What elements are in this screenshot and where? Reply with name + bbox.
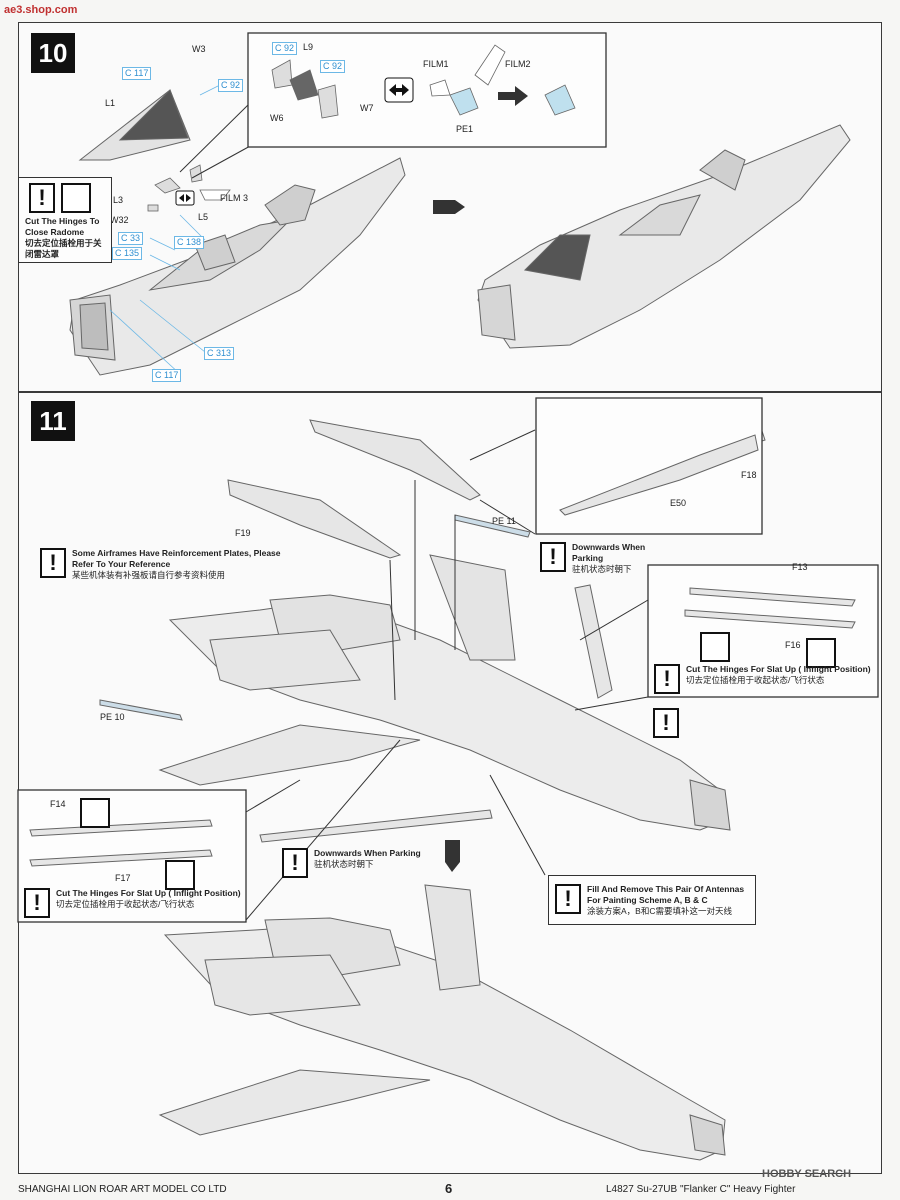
note-downwards-a-zh: 驻机状态时朝下: [572, 564, 632, 574]
note-slat-left: ! Cut The Hinges For Slat Up ( Inflight …: [24, 888, 246, 918]
warning-icon: !: [24, 888, 50, 918]
note-antenna-en: Fill And Remove This Pair Of Antennas Fo…: [587, 884, 745, 905]
watermark-top: ae3.shop.com: [4, 4, 78, 16]
aircraft-exploded: [158, 554, 731, 831]
label-l9: L9: [303, 42, 314, 52]
label-w3: W3: [192, 44, 206, 54]
note-slat-right: ! Cut The Hinges For Slat Up ( Inflight …: [654, 664, 878, 694]
note-reinforcement: ! Some Airframes Have Reinforcement Plat…: [40, 548, 292, 581]
warning-icon-antenna-marker: !: [653, 708, 679, 738]
note-downwards-b-zh: 驻机状态时朝下: [314, 859, 374, 869]
radome-part: [78, 89, 191, 161]
label-f18: F18: [741, 470, 757, 480]
warning-icon: !: [40, 548, 66, 578]
note-downwards-b: ! Downwards When Parking 驻机状态时朝下: [282, 848, 444, 878]
assembly-arrow-icon: [498, 86, 528, 106]
box-f13-f16: [647, 564, 879, 698]
note-downwards-a-en: Downwards When Parking: [572, 542, 646, 563]
label-l3: L3: [113, 195, 124, 205]
step10-note-box: ! Cut The Hinges To Close Radome 切去定位插栓用…: [18, 177, 112, 263]
label-pe11: PE 11: [492, 516, 516, 526]
step-11-number: 11: [31, 401, 75, 441]
small-double-arrow-icon: [175, 190, 195, 206]
label-c117-b: C 117: [152, 369, 182, 382]
note-antenna-zh: 涂装方案A，B和C需要填补这一对天线: [587, 906, 732, 916]
result-arrow-icon: [433, 200, 465, 214]
note-reinforcement-en: Some Airframes Have Reinforcement Plates…: [72, 548, 281, 569]
label-c138: C 138: [174, 236, 205, 249]
step-10-number: 10: [31, 33, 75, 73]
cut-hinge-icon: [80, 798, 110, 828]
cut-hinge-icon: [806, 638, 836, 668]
note-antenna: ! Fill And Remove This Pair Of Antennas …: [555, 884, 751, 917]
label-c92-a: C 92: [218, 79, 244, 92]
label-c92-c: C 92: [320, 60, 346, 73]
label-f19: F19: [235, 528, 251, 538]
footer-watermark: HOBBY SEARCH: [762, 1168, 852, 1180]
footer-company: SHANGHAI LION ROAR ART MODEL CO LTD: [18, 1184, 227, 1195]
label-pe10: PE 10: [100, 712, 125, 722]
cut-hinge-icon: [165, 860, 195, 890]
footer-product: L4827 Su-27UB "Flanker C" Heavy Fighter: [606, 1184, 796, 1195]
step10-fuselage-right: [477, 124, 851, 349]
warning-icon: !: [282, 848, 308, 878]
step10-fuselage-left: [69, 157, 406, 376]
label-f17: F17: [115, 873, 131, 883]
label-film2: FILM2: [505, 59, 531, 69]
label-e50: E50: [670, 498, 687, 508]
label-l5: L5: [198, 212, 209, 222]
note-antenna-box: ! Fill And Remove This Pair Of Antennas …: [548, 875, 756, 925]
label-c313: C 313: [204, 347, 235, 360]
warning-icon: !: [540, 542, 566, 572]
note-downwards-a: ! Downwards When Parking 驻机状态时朝下: [540, 542, 662, 575]
note-downwards-b-en: Downwards When Parking: [314, 848, 421, 858]
note-slat-left-en: Cut The Hinges For Slat Up ( Inflight Po…: [56, 888, 241, 898]
down-arrow-icon: [445, 840, 460, 872]
label-c135: C 135: [112, 247, 143, 260]
note-reinforcement-zh: 某些机体装有补强板请自行参考资料使用: [72, 570, 226, 580]
label-f16: F16: [785, 640, 801, 650]
label-film1: FILM1: [423, 59, 449, 69]
double-arrow-icon: [384, 77, 414, 103]
warning-icon: !: [654, 664, 680, 694]
note-slat-right-zh: 切去定位插栓用于收起状态/飞行状态: [686, 675, 825, 685]
note-close-radome-en: Cut The Hinges To Close Radome: [25, 216, 100, 237]
warning-icon: !: [29, 183, 55, 213]
step10-detail-parts: [271, 44, 576, 119]
note-slat-left-zh: 切去定位插栓用于收起状态/飞行状态: [56, 899, 195, 909]
warning-icon: !: [555, 884, 581, 914]
aircraft-assembled: [158, 884, 726, 1161]
cut-hinge-icon: [700, 632, 730, 662]
cut-hinge-icon: [61, 183, 91, 213]
footer-page-number: 6: [445, 1181, 453, 1196]
label-film3: FILM 3: [220, 193, 249, 203]
label-f13: F13: [792, 562, 808, 572]
label-w6: W6: [270, 113, 284, 123]
label-w32: W32: [110, 215, 129, 225]
label-pe1: PE1: [456, 124, 474, 134]
label-c117-a: C 117: [122, 67, 152, 80]
note-close-radome-zh: 切去定位插栓用于关闭雷达罩: [25, 238, 102, 259]
footer: SHANGHAI LION ROAR ART MODEL CO LTD 6 L4…: [0, 1168, 900, 1200]
label-w7: W7: [360, 103, 374, 113]
label-f14: F14: [50, 799, 66, 809]
label-l1: L1: [105, 98, 116, 108]
small-parts: [147, 164, 231, 212]
label-c92-b: C 92: [272, 42, 298, 55]
note-slat-right-en: Cut The Hinges For Slat Up ( Inflight Po…: [686, 664, 871, 674]
label-c33: C 33: [118, 232, 144, 245]
